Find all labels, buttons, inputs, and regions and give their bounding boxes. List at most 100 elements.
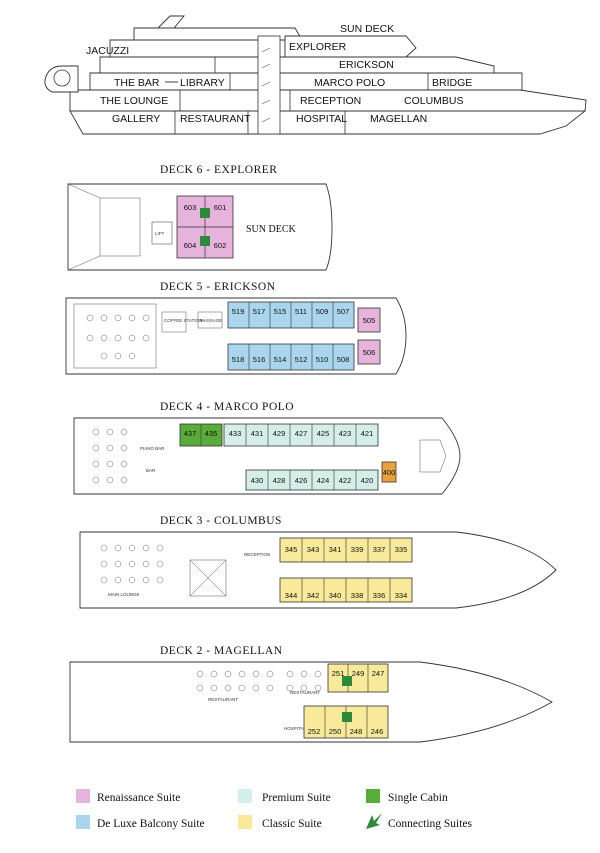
deck-5-plan: DECK 5 - ERICKSON COFFEE STATION MASSAGE… [65, 281, 407, 375]
deck-3-lounge-label: MAIN LOUNGE [108, 592, 140, 597]
profile-label-magellan: MAGELLAN [370, 113, 427, 125]
profile-label-hospital: HOSPITAL [296, 113, 347, 125]
cabin-334: 334 [395, 591, 408, 600]
deck-4-dividers [245, 424, 357, 490]
cabin-510: 510 [316, 355, 329, 364]
cabin-247: 247 [372, 669, 385, 678]
legend-label-single: Single Cabin [388, 792, 448, 804]
cabin-602: 602 [214, 241, 227, 250]
cabin-425: 425 [317, 429, 330, 438]
profile-sundeck [284, 35, 417, 58]
profile-label-marco-polo: MARCO POLO [314, 77, 385, 89]
cabin-246: 246 [371, 727, 384, 736]
connecting-suites-icon [366, 813, 382, 829]
legend-swatch-single [366, 789, 380, 803]
deck-3-plan: DECK 3 - COLUMBUS MAIN LOUNGE RECEPTION … [79, 515, 557, 609]
cabin-604: 604 [184, 241, 197, 250]
deck-3-title: DECK 3 - COLUMBUS [160, 515, 282, 527]
deck-3-outline [79, 531, 557, 609]
deck-5-jacuzzi-area [73, 303, 157, 369]
legend-label-classic: Classic Suite [262, 818, 322, 830]
cabin-514: 514 [274, 355, 287, 364]
deck-5-dividers [248, 302, 334, 370]
deck-6-connecting-icon-2 [200, 236, 210, 246]
cabin-422: 422 [339, 476, 352, 485]
cabin-517: 517 [253, 307, 266, 316]
deck-6-sun-deck-label: SUN DECK [246, 224, 297, 235]
deck-4-bar-label: BAR [146, 468, 156, 473]
profile-label-reception: RECEPTION [300, 95, 361, 107]
deck-4-bridge [419, 439, 447, 473]
cabin-343: 343 [307, 545, 320, 554]
deck-2-connecting-icon-1 [342, 676, 352, 686]
cabin-420: 420 [361, 476, 374, 485]
cabin-506: 506 [363, 348, 376, 357]
deck-6-title: DECK 6 - EXPLORER [160, 164, 277, 176]
cabin-429: 429 [273, 429, 286, 438]
deck-2-restaurant-label-2: RESTAURANT [290, 690, 320, 695]
profile-label-sun-deck: SUN DECK [340, 23, 394, 35]
cabin-433: 433 [229, 429, 242, 438]
cabin-431: 431 [251, 429, 264, 438]
deck-3-dividers [301, 538, 391, 602]
cabin-516: 516 [253, 355, 266, 364]
cabin-249: 249 [352, 669, 365, 678]
profile-label-explorer: EXPLORER [289, 41, 347, 53]
deck-5-coffee-room [161, 311, 187, 333]
deck-4-piano-bar-seats [92, 428, 128, 484]
deck-5-massage-room [197, 311, 223, 329]
profile-label-the-lounge: THE LOUNGE [100, 95, 168, 107]
cabin-344: 344 [285, 591, 298, 600]
deck-6-lift [151, 221, 173, 245]
cabin-515: 515 [274, 307, 287, 316]
deck-6-lift-label: LIFT [155, 231, 165, 236]
profile-dividers [174, 57, 429, 134]
cabin-252: 252 [308, 727, 321, 736]
profile-label-restaurant: RESTAURANT [180, 113, 251, 125]
deck-2-restaurant-seats [196, 670, 322, 692]
cabin-428: 428 [273, 476, 286, 485]
cabin-338: 338 [351, 591, 364, 600]
deck-4-title: DECK 4 - MARCO POLO [160, 401, 294, 413]
deck-2-plan: DECK 2 - MAGELLAN RESTAURANT RESTAURANT … [69, 645, 553, 743]
deck-2-title: DECK 2 - MAGELLAN [160, 645, 283, 657]
legend-swatch-deluxe [76, 815, 90, 829]
cabin-336: 336 [373, 591, 386, 600]
legend-swatch-classic [238, 815, 252, 829]
deck-6-connecting-icon-1 [200, 208, 210, 218]
cabin-251: 251 [332, 669, 345, 678]
cabin-430: 430 [251, 476, 264, 485]
deck-5-renaissance-top [357, 307, 381, 333]
cabin-509: 509 [316, 307, 329, 316]
deck-5-title: DECK 5 - ERICKSON [160, 281, 276, 293]
profile-label-gallery: GALLERY [112, 113, 160, 125]
legend-label-premium: Premium Suite [262, 792, 331, 804]
profile-label-erickson: ERICKSON [339, 59, 394, 71]
deck-4-piano-label: PIANO BAR [140, 446, 165, 451]
profile-label-columbus: COLUMBUS [404, 95, 464, 107]
cabin-426: 426 [295, 476, 308, 485]
profile-label-library: LIBRARY [180, 77, 225, 89]
cabin-342: 342 [307, 591, 320, 600]
cabin-601: 601 [214, 203, 227, 212]
deck-5-massage-label: MASSAGE [200, 318, 222, 323]
deck-3-lounge-seats [100, 544, 164, 584]
deck-2-restaurant-label-1: RESTAURANT [208, 697, 238, 702]
cabin-424: 424 [317, 476, 330, 485]
deck-3-reception-label: RECEPTION [244, 552, 270, 557]
ship-profile: SUN DECK JACUZZI EXPLORER ERICKSON THE B… [44, 15, 587, 135]
cabin-508: 508 [337, 355, 350, 364]
cabin-518: 518 [232, 355, 245, 364]
deck-4-classic-cabin [381, 461, 397, 483]
legend-label-connecting: Connecting Suites [388, 818, 473, 830]
legend: Renaissance Suite Premium Suite Single C… [76, 789, 473, 830]
cabin-400: 400 [383, 468, 396, 477]
cabin-337: 337 [373, 545, 386, 554]
deck-4-plan: DECK 4 - MARCO POLO PIANO BAR BAR 437 43… [73, 401, 461, 495]
deck-4-premium-top [223, 423, 379, 447]
cabin-507: 507 [337, 307, 350, 316]
cabin-423: 423 [339, 429, 352, 438]
profile-mast [156, 15, 185, 29]
profile-stair-column [257, 35, 281, 135]
